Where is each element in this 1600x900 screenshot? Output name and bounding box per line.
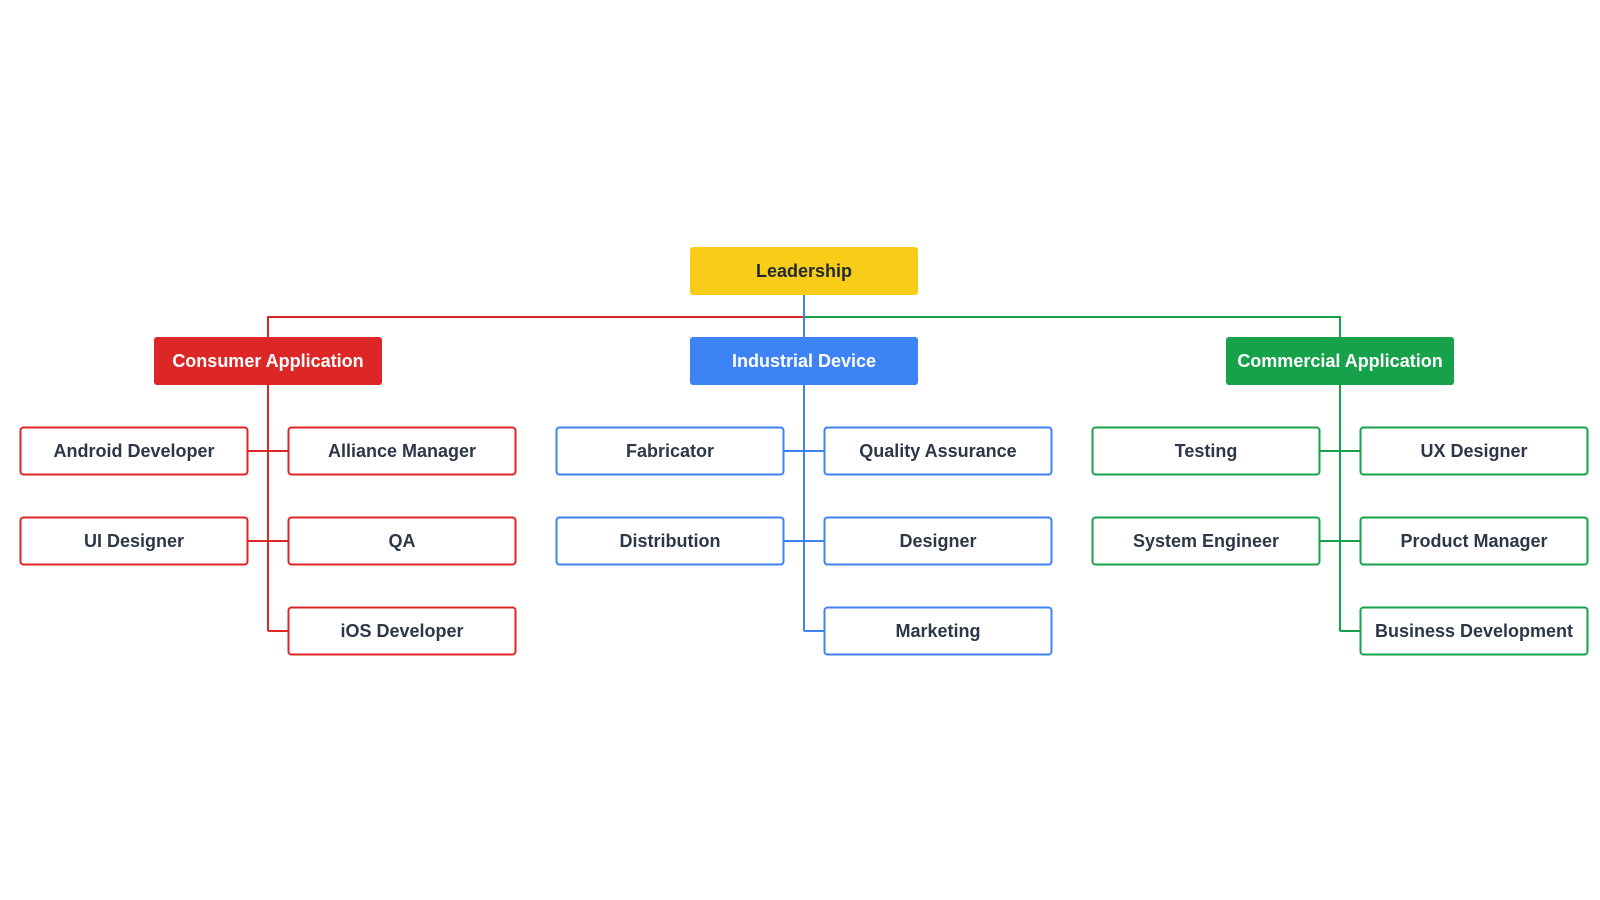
node-leadership: Leadership xyxy=(690,247,918,295)
node-business-development-box xyxy=(1359,606,1589,656)
node-ui-designer-box xyxy=(19,516,249,566)
node-ui-designer-label: UI Designer xyxy=(84,531,184,551)
node-ux-designer-box xyxy=(1359,426,1589,476)
node-alliance-manager-box xyxy=(287,426,517,476)
node-android-developer: Android Developer xyxy=(19,426,249,476)
node-consumer-application-label: Consumer Application xyxy=(172,351,363,371)
node-designer: Designer xyxy=(823,516,1053,566)
node-fabricator-box xyxy=(555,426,785,476)
node-android-developer-box xyxy=(19,426,249,476)
node-qa-label: QA xyxy=(389,531,416,551)
node-system-engineer-label: System Engineer xyxy=(1133,531,1279,551)
node-ui-designer: UI Designer xyxy=(19,516,249,566)
node-marketing-box xyxy=(823,606,1053,656)
node-product-manager-box xyxy=(1359,516,1589,566)
node-industrial-device: Industrial Device xyxy=(690,337,918,385)
node-alliance-manager-label: Alliance Manager xyxy=(328,441,476,461)
node-industrial-device-box xyxy=(690,337,918,385)
node-system-engineer-box xyxy=(1091,516,1321,566)
node-ios-developer-box xyxy=(287,606,517,656)
node-alliance-manager: Alliance Manager xyxy=(287,426,517,476)
node-leadership-box xyxy=(690,247,918,295)
node-commercial-application: Commercial Application xyxy=(1226,337,1454,385)
connector-consumer-application xyxy=(267,316,804,337)
node-designer-label: Designer xyxy=(899,531,976,551)
node-testing-label: Testing xyxy=(1175,441,1238,461)
node-business-development-label: Business Development xyxy=(1375,621,1573,641)
connectors xyxy=(248,295,1360,632)
node-commercial-application-label: Commercial Application xyxy=(1237,351,1442,371)
node-product-manager-label: Product Manager xyxy=(1400,531,1547,551)
node-commercial-application-box xyxy=(1226,337,1454,385)
node-distribution: Distribution xyxy=(555,516,785,566)
node-quality-assurance-label: Quality Assurance xyxy=(859,441,1016,461)
node-fabricator-label: Fabricator xyxy=(626,441,714,461)
node-marketing: Marketing xyxy=(823,606,1053,656)
node-business-development: Business Development xyxy=(1359,606,1589,656)
node-consumer-application-box xyxy=(154,337,382,385)
node-distribution-box xyxy=(555,516,785,566)
node-qa: QA xyxy=(287,516,517,566)
node-ux-designer: UX Designer xyxy=(1359,426,1589,476)
node-industrial-device-label: Industrial Device xyxy=(732,351,876,371)
node-quality-assurance-box xyxy=(823,426,1053,476)
node-fabricator: Fabricator xyxy=(555,426,785,476)
node-testing-box xyxy=(1091,426,1321,476)
node-ux-designer-label: UX Designer xyxy=(1420,441,1527,461)
node-product-manager: Product Manager xyxy=(1359,516,1589,566)
node-distribution-label: Distribution xyxy=(620,531,721,551)
node-leadership-label: Leadership xyxy=(756,261,852,281)
connector-commercial-application xyxy=(804,316,1341,337)
node-qa-box xyxy=(287,516,517,566)
node-testing: Testing xyxy=(1091,426,1321,476)
node-system-engineer: System Engineer xyxy=(1091,516,1321,566)
node-designer-box xyxy=(823,516,1053,566)
node-marketing-label: Marketing xyxy=(895,621,980,641)
node-android-developer-label: Android Developer xyxy=(53,441,214,461)
node-consumer-application: Consumer Application xyxy=(154,337,382,385)
node-quality-assurance: Quality Assurance xyxy=(823,426,1053,476)
node-ios-developer-label: iOS Developer xyxy=(340,621,463,641)
node-ios-developer: iOS Developer xyxy=(287,606,517,656)
